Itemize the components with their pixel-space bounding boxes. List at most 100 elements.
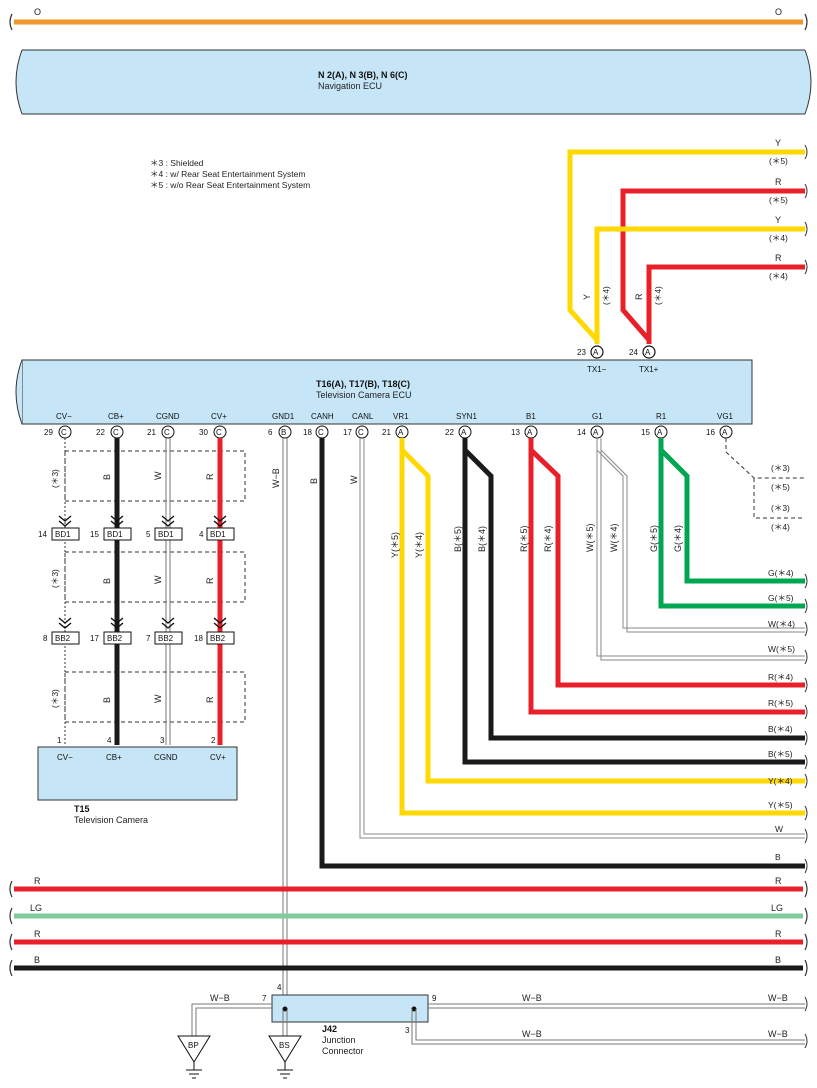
tx1-minus-note: (＊4): [601, 286, 611, 305]
video-output-wires: Y(＊5) Y(＊4) B(＊5) B(＊4) R(＊5) R(＊4) W(＊5…: [390, 438, 808, 874]
label: W(＊4): [609, 524, 619, 553]
label: (＊3): [771, 503, 790, 513]
label: GND1: [272, 412, 295, 421]
wire-graphic: [642, 345, 656, 359]
wire-graphic: [103, 631, 132, 645]
label: 15: [90, 530, 99, 539]
out-label-4: W(＊5): [768, 644, 795, 654]
label: A: [593, 428, 599, 437]
label: 14: [577, 428, 586, 437]
label: BS: [279, 1041, 290, 1050]
wire-graphic: [154, 631, 183, 645]
wire-graphic: [804, 996, 808, 1049]
label: C: [164, 428, 170, 437]
pin-cv-minus: CV−C29: [44, 412, 72, 439]
cb-wire-label-1: B: [102, 474, 112, 480]
wire-graphic: [399, 438, 805, 784]
label: 8: [43, 634, 48, 643]
rt-wire-3-note: (＊4): [769, 233, 788, 243]
wire-graphic: [51, 631, 80, 645]
label: 18: [194, 634, 203, 643]
label: TX1+: [639, 365, 659, 374]
wire-graphic: [161, 425, 175, 439]
wire-graphic: [462, 438, 805, 765]
label: CB+: [108, 412, 124, 421]
rt-wire-1-color: Y: [775, 138, 781, 148]
cgnd-wire-label-2: W: [153, 575, 163, 584]
label: 22: [96, 428, 105, 437]
wire-graphic: [355, 425, 369, 439]
label: 16: [706, 428, 715, 437]
rt-wire-4-note: (＊4): [769, 271, 788, 281]
label: 24: [629, 348, 638, 357]
top-wire-right-label: O: [775, 7, 782, 17]
label: R: [34, 876, 41, 886]
label: C: [113, 428, 119, 437]
label: VR1: [393, 412, 409, 421]
wire-graphic: [110, 617, 124, 629]
label: LG: [771, 903, 783, 913]
label: W(＊5): [585, 524, 595, 553]
label: A: [527, 428, 533, 437]
ground-bs: BS: [268, 1035, 302, 1079]
label: CB+: [106, 753, 122, 762]
label: R1: [656, 412, 667, 421]
wire-graphic: [399, 438, 805, 816]
top-orange-wire: O O: [9, 7, 808, 31]
wire-graphic: [415, 1009, 805, 1041]
wire-graphic: [411, 1006, 417, 1012]
label: 4: [199, 530, 204, 539]
wire-graphic: [161, 617, 175, 629]
shield-label-3: (＊3): [50, 689, 60, 708]
camera-name: Television Camera: [74, 815, 148, 825]
label: B(＊4): [477, 526, 487, 552]
label: 21: [147, 428, 156, 437]
label: VG1: [717, 412, 734, 421]
gnd-can-wires: W−B B W: [271, 438, 805, 1010]
wire-graphic: [51, 527, 80, 541]
nav-ecu-name: Navigation ECU: [318, 81, 382, 91]
wire-graphic: [282, 1006, 288, 1012]
label: 5: [146, 530, 151, 539]
label: 2: [211, 736, 216, 745]
nav-ecu-code: N 2(A), N 3(B), N 6(C): [318, 70, 408, 80]
wire-graphic: [646, 264, 805, 344]
label: 4: [107, 736, 112, 745]
wire-graphic: [528, 438, 805, 715]
wire-graphic: [594, 226, 805, 344]
label: CV+: [211, 412, 227, 421]
wire-graphic: [64, 551, 246, 603]
rt-wire-4-color: R: [775, 253, 782, 263]
wire-graphic: [658, 438, 805, 609]
label: A: [398, 428, 404, 437]
note-shielded: ＊3 : Shielded: [150, 158, 204, 168]
cb-wire-label-3: B: [102, 697, 112, 703]
out-label-12: B: [775, 852, 781, 862]
label: A: [657, 428, 663, 437]
wire-graphic: [600, 438, 805, 661]
label: 17: [343, 428, 352, 437]
rt-wire-1-note: (＊5): [769, 156, 788, 166]
label: BB2: [210, 634, 226, 643]
tv-ecu-name: Television Camera ECU: [316, 390, 412, 400]
label: 7: [146, 634, 151, 643]
wire-graphic: [58, 617, 72, 629]
label: R: [775, 876, 782, 886]
wire-graphic: [363, 438, 805, 835]
wire-graphic: [64, 671, 246, 723]
navigation-ecu: N 2(A), N 3(B), N 6(C) Navigation ECU: [15, 49, 812, 115]
camera-circuit: (＊3) (＊3) (＊3) B W R B W R B W R BD1: [37, 438, 246, 825]
wire-graphic: [103, 527, 132, 541]
label: A: [645, 348, 651, 357]
label: 13: [511, 428, 520, 437]
wire-graphic: [567, 149, 805, 342]
wire-graphic: [411, 1009, 805, 1045]
wire-graphic: [177, 1035, 211, 1063]
out-label-1: G(＊4): [768, 568, 794, 578]
tx1-plus-note: (＊4): [653, 286, 663, 305]
label: C: [318, 428, 324, 437]
label: R: [775, 929, 782, 939]
